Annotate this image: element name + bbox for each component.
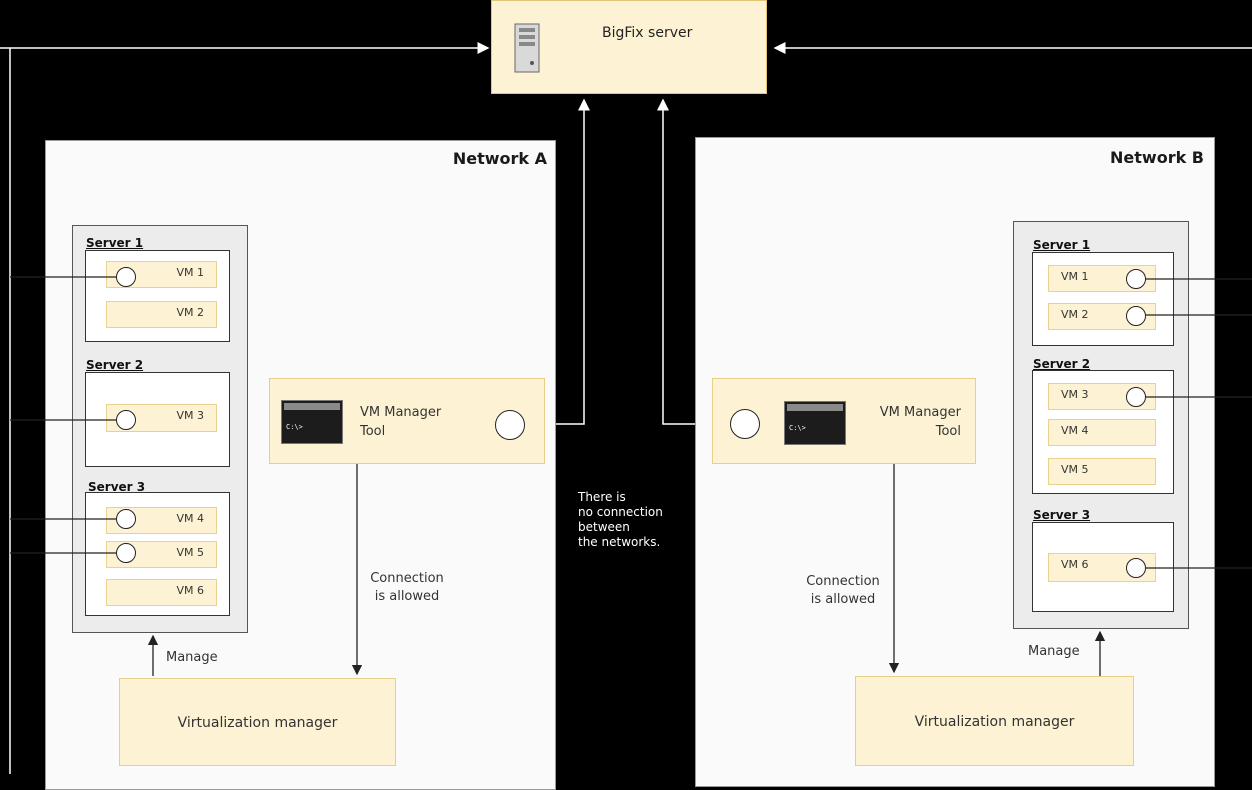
network-b-vm-4: VM 4 [1048, 419, 1156, 446]
network-b-title: Network B [1110, 148, 1204, 167]
network-b-server-2-label: Server 2 [1033, 357, 1091, 371]
network-a-tool-agent [495, 410, 525, 440]
network-a-server-3-label: Server 3 [88, 480, 146, 494]
network-b-agent-lines [1136, 278, 1252, 569]
network-b-connection-label: Connection is allowed [806, 574, 880, 607]
network-b-vm-1-agent [1126, 269, 1146, 289]
network-b-vm-5: VM 5 [1048, 458, 1156, 485]
console-icon: C:\> [784, 401, 846, 445]
network-b-server-3-label: Server 3 [1033, 508, 1091, 522]
network-a-vm-5-agent [116, 543, 136, 563]
network-a-manage-label: Manage [166, 650, 218, 665]
bigfix-server-label: BigFix server [602, 25, 693, 41]
network-a-title: Network A [452, 149, 547, 168]
network-a-vm-6: VM 6 [106, 579, 217, 606]
console-icon: C:\> [281, 400, 343, 444]
network-b-vm-6-agent [1126, 558, 1146, 578]
network-a-server-2-label: Server 2 [86, 358, 144, 372]
network-a-tool-label: VM Manager Tool [360, 405, 442, 439]
network-a-connection-arrow [147, 464, 363, 676]
network-b-vm-3-agent [1126, 387, 1146, 407]
network-b-tool-agent [730, 409, 760, 439]
no-connection-note: There is no connection between the netwo… [578, 490, 663, 549]
network-b-virtualization-manager: Virtualization manager [855, 676, 1134, 766]
server-icon [514, 23, 540, 73]
network-b-vm-2-agent [1126, 306, 1146, 326]
bigfix-server-box: BigFix server [491, 0, 767, 94]
network-a-vm-4-agent [116, 509, 136, 529]
network-a-vm-1-agent [116, 267, 136, 287]
network-b-vm-manager-tool: C:\> VM Manager Tool [712, 378, 976, 464]
network-a-connection-label: Connection is allowed [370, 571, 444, 604]
network-a-virtualization-manager: Virtualization manager [119, 678, 396, 766]
network-a-vm-3-agent [116, 410, 136, 430]
network-b-tool-label: VM Manager Tool [879, 405, 961, 439]
network-b-connection-arrow [888, 464, 1106, 676]
network-a-vm-2: VM 2 [106, 301, 217, 328]
network-a-agent-lines [10, 276, 116, 554]
network-b-server-1-label: Server 1 [1033, 238, 1091, 252]
network-a-server-1-label: Server 1 [86, 236, 144, 250]
network-b-manage-label: Manage [1028, 644, 1080, 659]
bigfix-left-link [0, 42, 490, 774]
network-a-vm-manager-tool: C:\> VM Manager Tool [269, 378, 545, 464]
